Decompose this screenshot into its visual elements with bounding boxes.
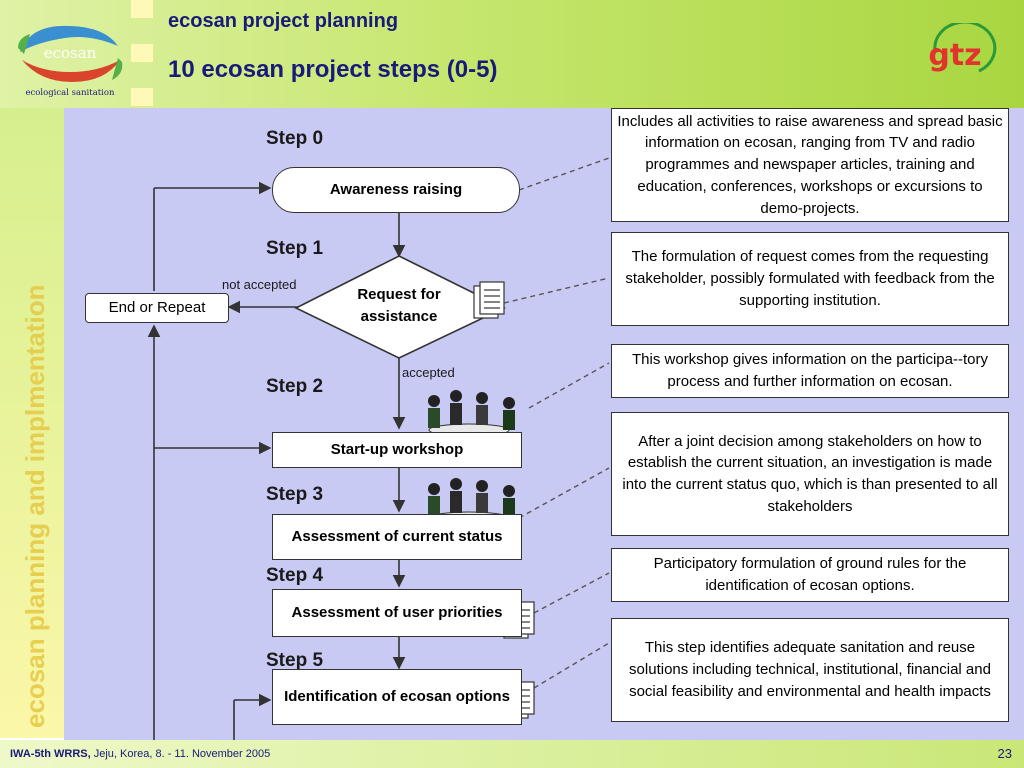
request-assistance-text: Request for assistance [357,286,441,325]
assessment-status-box: Assessment of current status [272,514,522,560]
not-accepted-label: not accepted [222,277,297,292]
description-step-0: Includes all activities to raise awarene… [611,108,1009,222]
description-step-1: The formulation of request comes from th… [611,232,1009,326]
process-diagram: Step 0 Step 1 Step 2 Step 3 Step 4 Step … [64,108,1024,740]
step-5-label: Step 5 [266,650,324,671]
identification-options-box: Identification of ecosan options [272,669,522,725]
end-or-repeat-box: End or Repeat [85,293,229,323]
description-step-2: This workshop gives information on the p… [611,344,1009,398]
assessment-user-priorities-box: Assessment of user priorities [272,589,522,637]
awareness-raising-box: Awareness raising [272,167,520,213]
slide-subtitle: 10 ecosan project steps (0-5) [168,56,498,83]
description-step-4: Participatory formulation of ground rule… [611,548,1009,602]
ecosan-logo: ecosan ecological sanitation [18,25,123,98]
document-icon [473,281,505,319]
step-0-label: Step 0 [266,128,324,149]
gtz-logo-text: gtz [928,38,981,73]
footer-conference-info: IWA-5th WRRS, Jeju, Korea, 8. - 11. Nove… [10,748,270,760]
description-step-5: This step identifies adequate sanitation… [611,618,1009,722]
meeting-people-icon [428,390,515,437]
slide-footer: IWA-5th WRRS, Jeju, Korea, 8. - 11. Nove… [0,740,1024,768]
step-4-label: Step 4 [266,565,324,586]
slide-title: ecosan project planning [168,10,399,32]
side-vertical-text: ecosan planning and implmentation [20,284,50,729]
side-band [0,108,64,738]
logo-subtext: ecological sanitation [26,88,116,98]
footer-conference-details: Jeju, Korea, 8. - 11. November 2005 [90,748,271,760]
step-2-label: Step 2 [266,376,324,397]
gtz-logo: gtz [928,23,997,73]
step-3-label: Step 3 [266,484,324,505]
startup-workshop-box: Start-up workshop [272,432,522,468]
logo-text: ecosan [44,44,97,62]
decision-diamond [294,255,506,359]
footer-conference-name: IWA-5th WRRS, [10,748,91,760]
step-1-label: Step 1 [266,238,324,259]
accepted-label: accepted [402,365,455,380]
description-step-3: After a joint decision among stakeholder… [611,412,1009,536]
slide-header: ecosan ecological sanitation ecosan proj… [0,0,1024,108]
page-number: 23 [997,746,1012,761]
